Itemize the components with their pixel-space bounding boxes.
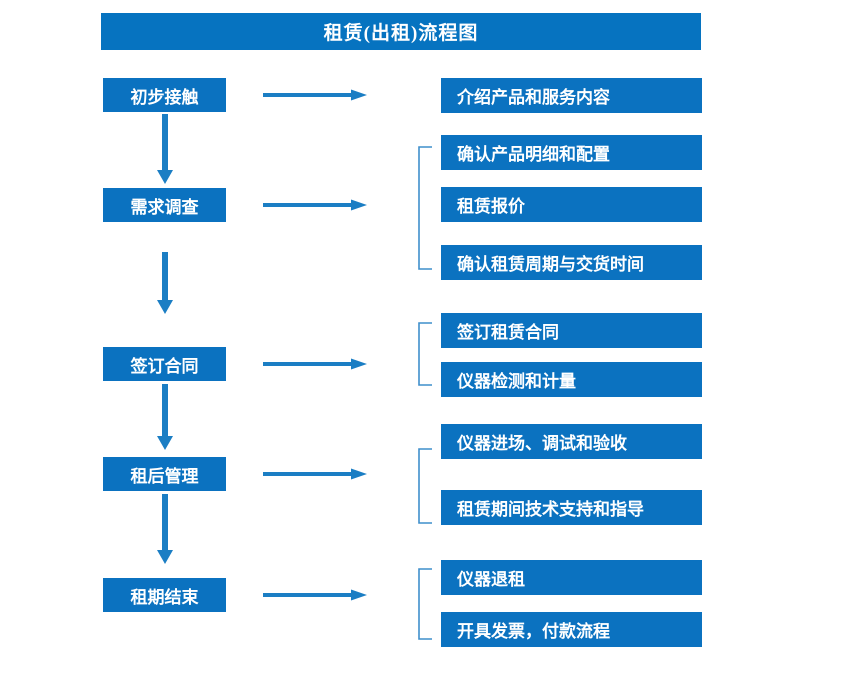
- diagram-title-bar: 租赁(出租)流程图: [101, 13, 701, 50]
- stage-arrow-0: [263, 88, 367, 102]
- detail-label: 确认租赁周期与交货时间: [457, 255, 644, 274]
- right-arrow-icon: [263, 199, 367, 211]
- page-title: 租赁(出租)流程图: [323, 23, 479, 44]
- detail-label: 开具发票，付款流程: [457, 622, 610, 641]
- stage-box-3[interactable]: 租后管理: [103, 457, 226, 491]
- flow-connector-2: [157, 384, 173, 450]
- detail-box-1-0[interactable]: 确认产品明细和配置: [441, 135, 702, 170]
- detail-box-4-1[interactable]: 开具发票，付款流程: [441, 612, 702, 647]
- group-bracket-icon: [418, 322, 432, 386]
- stage-label: 签订合同: [130, 356, 199, 376]
- flow-connector-3: [157, 494, 173, 564]
- right-arrow-icon: [263, 589, 367, 601]
- stage-box-4[interactable]: 租期结束: [103, 578, 226, 612]
- detail-box-4-0[interactable]: 仪器退租: [441, 560, 702, 595]
- stage-label: 需求调查: [130, 197, 199, 217]
- group-bracket-icon: [418, 448, 432, 524]
- stage-arrow-3: [263, 467, 367, 481]
- group-bracket-1: [418, 146, 432, 270]
- group-bracket-4: [418, 568, 432, 640]
- detail-label: 租赁期间技术支持和指导: [457, 500, 644, 519]
- detail-label: 仪器进场、调试和验收: [457, 434, 627, 453]
- detail-label: 仪器退租: [457, 570, 525, 589]
- right-arrow-icon: [263, 89, 367, 101]
- stage-box-0[interactable]: 初步接触: [103, 78, 226, 112]
- detail-box-2-1[interactable]: 仪器检测和计量: [441, 362, 702, 397]
- detail-box-2-0[interactable]: 签订租赁合同: [441, 313, 702, 348]
- detail-box-0-0[interactable]: 介绍产品和服务内容: [441, 78, 702, 113]
- group-bracket-icon: [418, 568, 432, 640]
- down-arrow-icon: [157, 384, 173, 450]
- group-bracket-icon: [418, 146, 432, 270]
- down-arrow-icon: [157, 494, 173, 564]
- stage-label: 租期结束: [130, 587, 199, 607]
- flow-connector-1: [157, 252, 173, 314]
- right-arrow-icon: [263, 468, 367, 480]
- flow-connector-0: [157, 114, 173, 184]
- group-bracket-2: [418, 322, 432, 386]
- detail-box-1-1[interactable]: 租赁报价: [441, 187, 702, 222]
- detail-box-3-0[interactable]: 仪器进场、调试和验收: [441, 424, 702, 459]
- stage-arrow-2: [263, 357, 367, 371]
- stage-label: 初步接触: [130, 87, 199, 107]
- detail-box-1-2[interactable]: 确认租赁周期与交货时间: [441, 245, 702, 280]
- detail-box-3-1[interactable]: 租赁期间技术支持和指导: [441, 490, 702, 525]
- down-arrow-icon: [157, 252, 173, 314]
- stage-label: 租后管理: [130, 466, 199, 486]
- stage-box-1[interactable]: 需求调查: [103, 188, 226, 222]
- detail-label: 确认产品明细和配置: [457, 145, 610, 164]
- right-arrow-icon: [263, 358, 367, 370]
- stage-arrow-4: [263, 588, 367, 602]
- detail-label: 介绍产品和服务内容: [457, 88, 610, 107]
- detail-label: 签订租赁合同: [457, 323, 559, 342]
- down-arrow-icon: [157, 114, 173, 184]
- group-bracket-3: [418, 448, 432, 524]
- detail-label: 租赁报价: [457, 197, 525, 216]
- stage-box-2[interactable]: 签订合同: [103, 347, 226, 381]
- stage-arrow-1: [263, 198, 367, 212]
- detail-label: 仪器检测和计量: [457, 372, 576, 391]
